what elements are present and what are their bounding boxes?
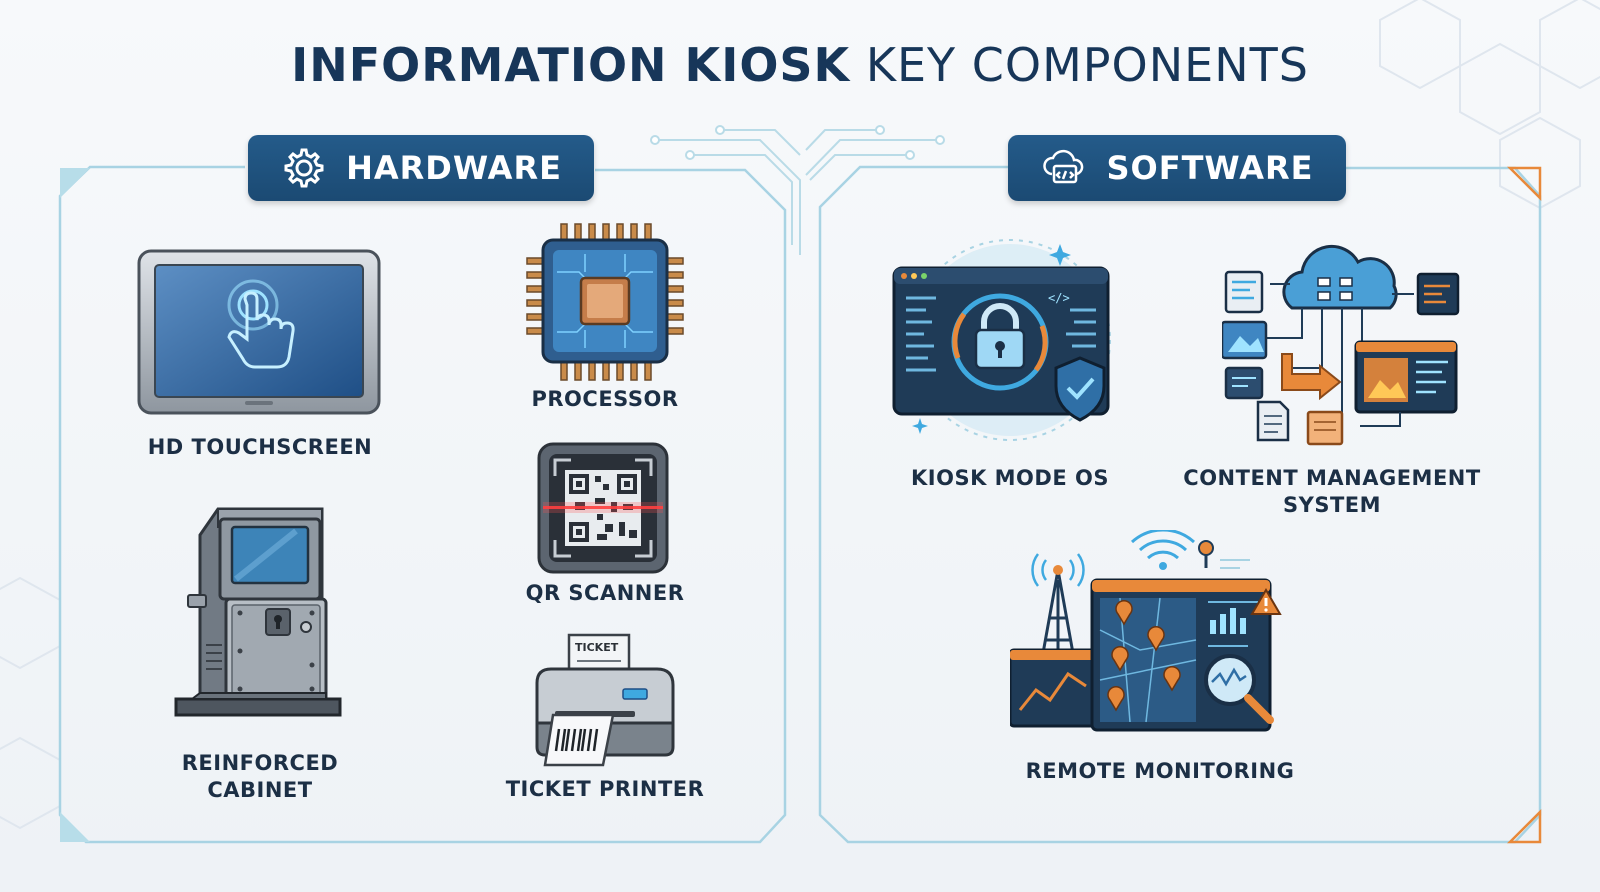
- cabinet-illustration: [174, 507, 342, 717]
- qr-scanner-label: QR SCANNER: [525, 581, 685, 605]
- hardware-header: HARDWARE: [248, 135, 594, 201]
- kiosk-os-label: KIOSK MODE OS: [911, 466, 1109, 490]
- svg-text:</>: </>: [1048, 291, 1070, 305]
- remote-monitoring-illustration: [1010, 530, 1282, 732]
- title-light: KEY COMPONENTS: [865, 38, 1309, 92]
- software-header-label: SOFTWARE: [1106, 149, 1314, 187]
- qr-scanner-illustration: [537, 442, 669, 574]
- touchscreen-label: HD TOUCHSCREEN: [147, 435, 373, 459]
- remote-monitoring-label: REMOTE MONITORING: [1025, 759, 1295, 783]
- cms-label-line1: CONTENT MANAGEMENT: [1183, 466, 1481, 490]
- kiosk-os-illustration: </>: [892, 239, 1111, 441]
- cms-label-line2: SYSTEM: [1282, 493, 1382, 517]
- software-header: SOFTWARE: [1008, 135, 1346, 201]
- hardware-header-label: HARDWARE: [346, 149, 562, 187]
- gear-icon: [284, 148, 324, 188]
- cabinet-label: REINFORCED CABINET: [120, 750, 400, 804]
- title-strong: INFORMATION KIOSK: [291, 38, 851, 92]
- processor-label: PROCESSOR: [531, 387, 679, 411]
- cabinet-label-line2: CABINET: [207, 778, 313, 802]
- ticket-text: TICKET: [575, 641, 619, 654]
- page-title: INFORMATION KIOSK KEY COMPONENTS: [0, 38, 1600, 92]
- touchscreen-illustration: [137, 249, 381, 415]
- printer-illustration: TICKET: [535, 633, 675, 767]
- cms-illustration: [1222, 244, 1460, 446]
- cms-label: CONTENT MANAGEMENT SYSTEM: [1172, 465, 1492, 519]
- processor-illustration: [526, 223, 684, 381]
- cloud-code-icon: [1043, 149, 1084, 184]
- cabinet-label-line1: REINFORCED: [181, 751, 339, 775]
- printer-label: TICKET PRINTER: [505, 777, 705, 801]
